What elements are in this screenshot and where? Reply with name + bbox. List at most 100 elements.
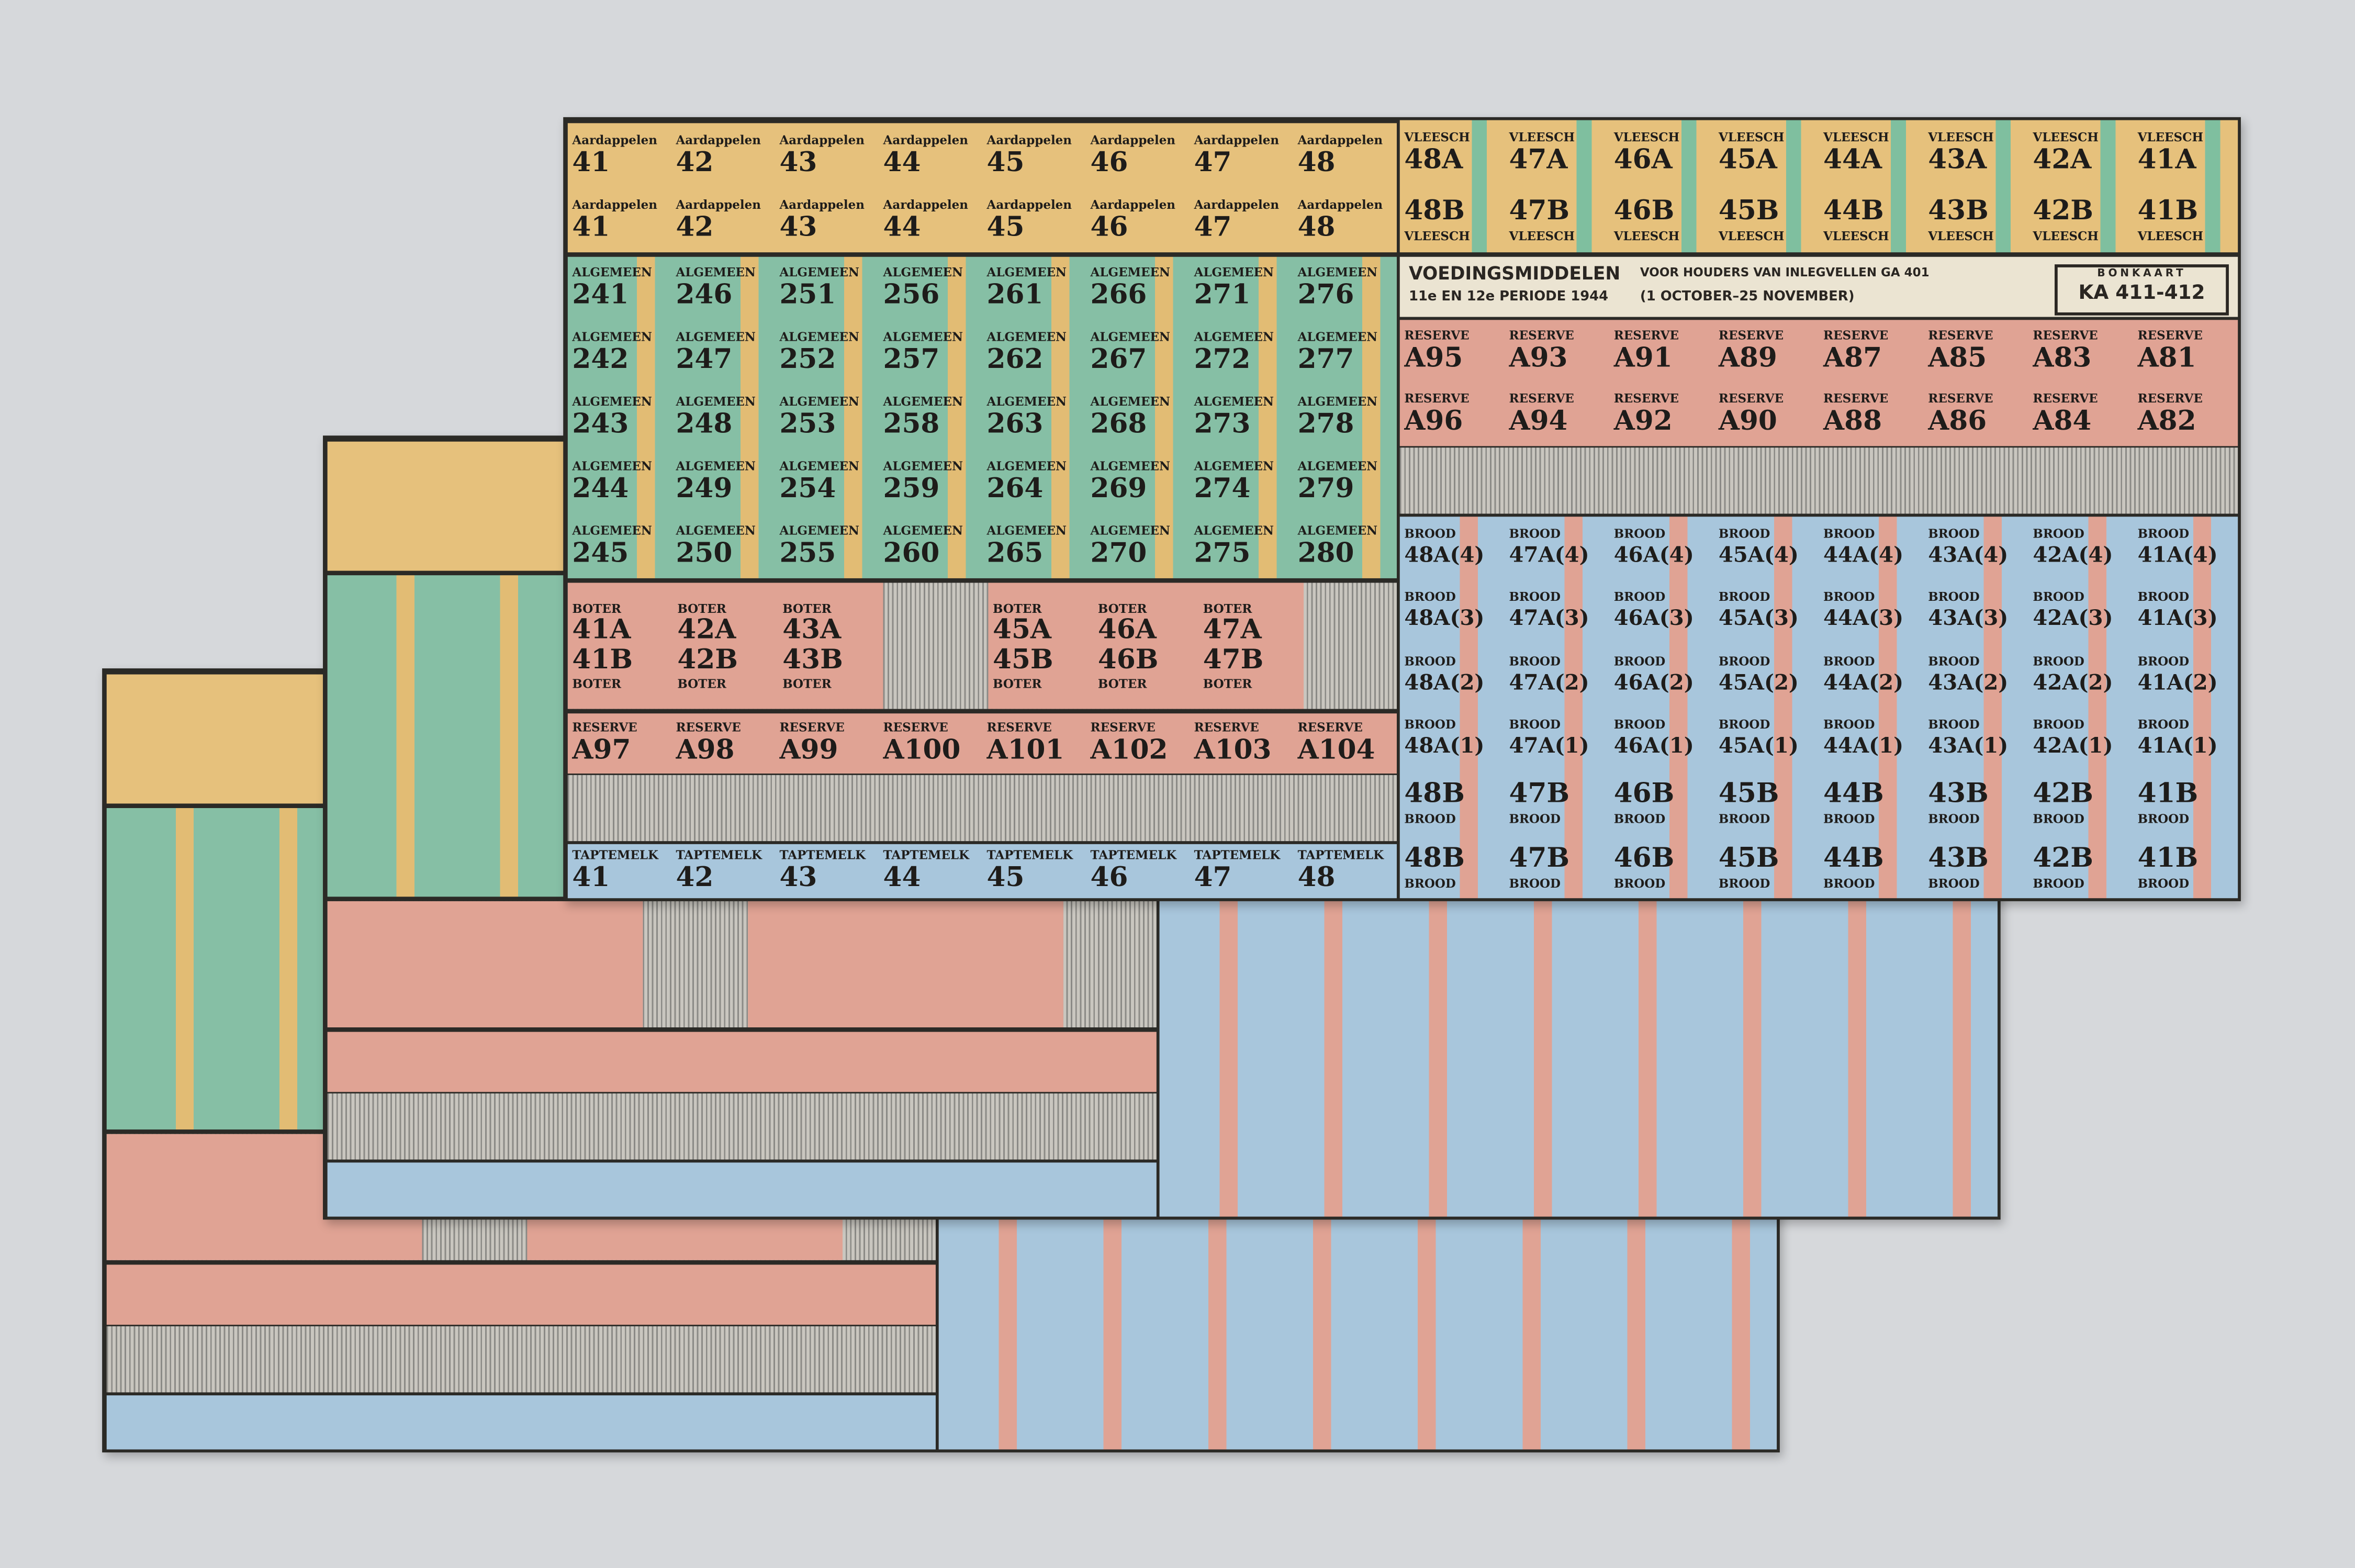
coupon-number: 42B — [677, 644, 738, 676]
coupon-label: ALGEMEEN — [1297, 393, 1378, 409]
coupon-label: BROOD — [1509, 653, 1561, 668]
coupon-number: 42 — [676, 211, 714, 243]
coupon-number: 278 — [1297, 408, 1354, 440]
coupon-number: 41A(2) — [2137, 671, 2218, 696]
coupon-number: 45 — [986, 862, 1025, 894]
coupon-label: BROOD — [1928, 716, 1980, 732]
coupon-label: ALGEMEEN — [986, 265, 1067, 280]
coupon-number: 46 — [1090, 862, 1128, 894]
coupon-number: 45A(3) — [1718, 607, 1799, 632]
coupon-label: BOTER — [572, 676, 621, 691]
coupon-label: ALGEMEEN — [1090, 522, 1171, 537]
coupon-number: 47B — [1509, 842, 1570, 874]
coupon-number: 41 — [572, 862, 610, 894]
coupon-number: 48A — [1404, 144, 1463, 176]
coupon-label: VLEESCH — [1928, 228, 1994, 243]
coupon-number: A92 — [1613, 405, 1673, 438]
coupon-number: 46A(3) — [1613, 607, 1694, 632]
coupon-number: 44A(3) — [1823, 607, 1904, 632]
coupon-label: BROOD — [1928, 812, 1980, 827]
coupon-label: BOTER — [1097, 600, 1147, 616]
coupon-label: RESERVE — [1928, 390, 1993, 406]
coupon-label: TAPTEMELK — [883, 847, 970, 863]
coupon-number: 44 — [883, 146, 921, 178]
grey-stripe — [1399, 447, 2238, 514]
coupon-label: RESERVE — [1613, 327, 1679, 343]
coupon-label: RESERVE — [1509, 327, 1574, 343]
coupon-number: 41 — [572, 146, 610, 178]
coupon-label: BROOD — [1509, 875, 1561, 891]
coupon-label: BROOD — [1928, 653, 1980, 668]
coupon-label: RESERVE — [1718, 390, 1784, 406]
coupon-number: A94 — [1509, 405, 1568, 438]
coupon-label: ALGEMEEN — [779, 329, 859, 344]
coupon-label: VLEESCH — [1404, 228, 1470, 243]
coupon-label: BROOD — [1404, 589, 1456, 605]
coupon-number: 269 — [1090, 473, 1147, 505]
coupon-number: 47B — [1509, 778, 1570, 811]
coupon-label: BROOD — [1404, 653, 1456, 668]
coupon-label: Aardappelen — [779, 131, 865, 147]
coupon-label: BROOD — [2033, 716, 2084, 732]
coupon-number: A97 — [572, 734, 631, 766]
coupon-label: BROOD — [1613, 875, 1666, 891]
coupon-number: 251 — [779, 279, 836, 312]
coupon-number: 259 — [883, 473, 940, 505]
coupon-number: 43B — [1928, 195, 1989, 227]
coupon-label: TAPTEMELK — [572, 847, 658, 863]
coupon-label: ALGEMEEN — [779, 457, 859, 473]
coupon-label: BROOD — [1718, 589, 1770, 605]
coupon-number: 44A(4) — [1823, 544, 1904, 568]
coupon-number: 46A(4) — [1613, 544, 1694, 568]
coupon-label: ALGEMEEN — [1090, 393, 1171, 409]
coupon-number: 43B — [782, 644, 843, 676]
coupon-number: 42B — [2033, 778, 2093, 811]
coupon-label: BROOD — [1613, 812, 1666, 827]
coupon-number: 44B — [1823, 195, 1884, 227]
coupon-number: 46A(1) — [1613, 734, 1694, 759]
coupon-number: 277 — [1297, 344, 1354, 376]
coupon-label: ALGEMEEN — [1297, 329, 1378, 344]
coupon-number: 47B — [1203, 644, 1264, 676]
coupon-label: BROOD — [1613, 589, 1666, 605]
coupon-number: 43B — [1928, 778, 1989, 811]
coupon-number: 48B — [1404, 778, 1465, 811]
coupon-label: Aardappelen — [572, 196, 657, 211]
coupon-number: A83 — [2033, 342, 2092, 374]
coupon-number: A84 — [2033, 405, 2092, 438]
coupon-number: 47A(2) — [1509, 671, 1589, 696]
